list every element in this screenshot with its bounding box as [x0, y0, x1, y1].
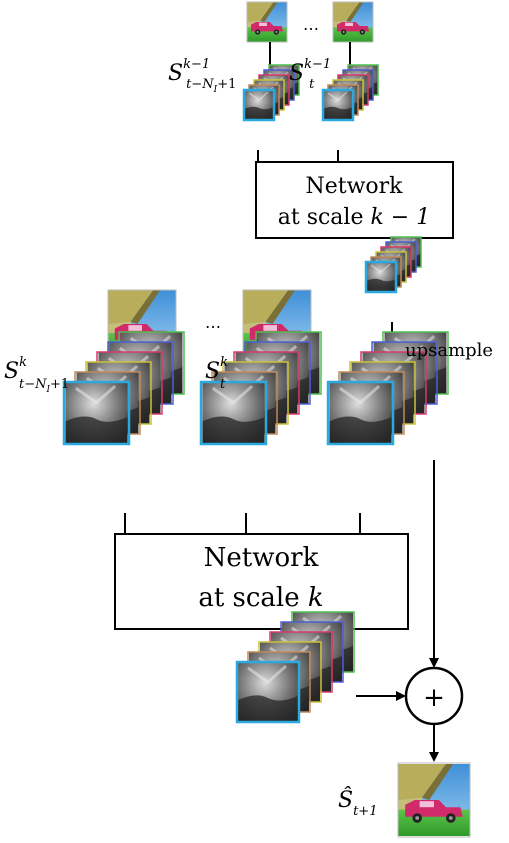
top-feature-stack-last-card-border: [321, 88, 355, 122]
diagram-graph: [62, 1, 471, 838]
top-feature-stack-first-card-border: [242, 88, 276, 122]
top-input-image-last-image: [333, 2, 373, 42]
upsample-feature-stack-card: [364, 260, 398, 294]
middle-feature-stack-upsampled-card-texture: [328, 382, 393, 444]
upsample-feature-stack-card-border: [364, 260, 398, 294]
middle-feature-stack-first-card: [62, 380, 131, 446]
middle-ellipsis: …: [205, 313, 221, 332]
output-feature-stack: [235, 611, 355, 724]
upsample-feature-stack: [364, 236, 422, 294]
output-feature-stack-card-texture: [237, 662, 299, 722]
top-input-image-last-border: [332, 1, 374, 43]
output-image-image: [398, 764, 470, 836]
network-prev-line2: at scale k − 1: [278, 205, 430, 230]
top-feature-stack-first-card-texture: [244, 90, 274, 120]
network-prev-box: [255, 161, 454, 239]
top-input-image-first-image: [247, 2, 287, 42]
middle-feature-stack-first-card-border: [62, 380, 131, 446]
network-curr-line1: Network: [204, 543, 319, 573]
output-label: Ŝt+1: [338, 786, 377, 819]
middle-feature-stack-upsampled-card-border: [326, 380, 395, 446]
upsample-label: upsample: [405, 340, 493, 361]
top-feature-stack-first-card: [242, 88, 276, 122]
middle-feature-stack-last-card: [199, 380, 268, 446]
middle-feature-stack-first: [62, 331, 185, 446]
upsample-feature-stack-card-texture: [366, 262, 396, 292]
middle-feature-stack-last-card-border: [199, 380, 268, 446]
sum-symbol: +: [423, 683, 445, 713]
network-curr-line2: at scale k: [198, 583, 323, 613]
middle-feature-stack-last: [199, 331, 322, 446]
top-input-image-last: [332, 1, 374, 43]
output-feature-stack-card: [235, 660, 301, 724]
top-feature-stack-last-card: [321, 88, 355, 122]
middle-feature-stack-upsampled-card: [326, 380, 395, 446]
network-curr-box: [114, 533, 409, 630]
middle-feature-stack-first-card-texture: [64, 382, 129, 444]
top-input-image-first-border: [246, 1, 288, 43]
network-prev-line1: Network: [305, 174, 403, 199]
top-feature-stack-last: [321, 64, 379, 122]
output-image-border: [397, 762, 471, 838]
output-image: [397, 762, 471, 838]
top-ellipsis: …: [303, 15, 319, 34]
middle-feature-stack-upsampled: [326, 331, 449, 446]
middle-feature-stack-last-card-texture: [201, 382, 266, 444]
top-feature-stack-last-card-texture: [323, 90, 353, 120]
top-input-image-first: [246, 1, 288, 43]
output-feature-stack-card-border: [235, 660, 301, 724]
top-feature-stack-first: [242, 64, 300, 122]
